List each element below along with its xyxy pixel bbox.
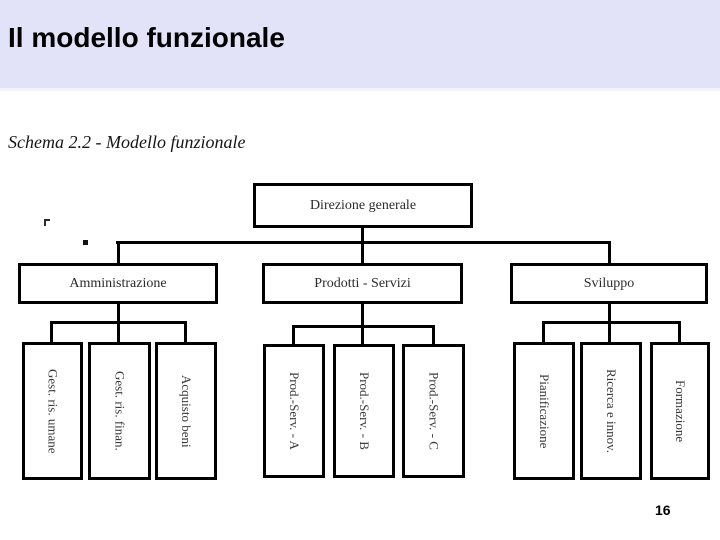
connector-sviluppo-down xyxy=(608,303,611,323)
page-number: 16 xyxy=(655,502,671,518)
org-node-prodotti-servizi: Prodotti - Servizi xyxy=(262,263,463,304)
org-node-amministrazione: Amministrazione xyxy=(18,263,218,304)
slide-title: Il modello funzionale xyxy=(8,22,285,53)
connector-prodotti-down xyxy=(361,303,364,326)
connector-drop-prodotti xyxy=(361,244,364,264)
slide-header: Il modello funzionale xyxy=(0,0,720,88)
connector-drop-gest-ris-finan xyxy=(117,324,120,343)
stray-bullet-mark xyxy=(83,240,88,245)
org-node-gest-ris-umane: Gest. ris. umane xyxy=(22,342,83,480)
org-node-label: Prod.-Serv. - A xyxy=(287,372,302,450)
org-node-prod-serv-a: Prod.-Serv. - A xyxy=(263,344,325,478)
connector-main-horizontal xyxy=(116,241,611,244)
org-node-ricerca-innov: Ricerca e innov. xyxy=(580,342,642,480)
connector-drop-acquisto-beni xyxy=(184,324,187,343)
org-node-prod-serv-c: Prod.-Serv. - C xyxy=(402,344,465,478)
org-node-label: Acquisto beni xyxy=(179,374,194,448)
org-node-label: Direzione generale xyxy=(309,197,417,213)
org-node-label: Sviluppo xyxy=(583,275,635,291)
org-node-formazione: Formazione xyxy=(650,342,710,480)
org-node-pianificazione: Pianificazione xyxy=(513,342,575,480)
org-node-label: Pianificazione xyxy=(537,373,552,449)
org-node-label: Gest. ris. umane xyxy=(45,368,61,454)
org-node-label: Prodotti - Servizi xyxy=(314,275,411,291)
connector-drop-sviluppo xyxy=(608,244,611,264)
connector-amministrazione-horizontal xyxy=(50,321,187,324)
org-node-direzione-generale: Direzione generale xyxy=(253,183,473,228)
org-node-acquisto-beni: Acquisto beni xyxy=(155,342,217,480)
org-node-label: Formazione xyxy=(673,379,688,443)
org-node-sviluppo: Sviluppo xyxy=(510,263,708,304)
org-node-label: Ricerca e innov. xyxy=(604,369,619,453)
connector-drop-prod-serv-b xyxy=(361,328,364,344)
connector-drop-gest-ris-umane xyxy=(50,324,53,343)
org-node-prod-serv-b: Prod.-Serv. - B xyxy=(333,344,395,478)
connector-prodotti-horizontal xyxy=(292,325,435,328)
connector-drop-formazione xyxy=(678,324,681,343)
connector-amministrazione-down xyxy=(117,303,120,323)
org-node-label: Gest. ris. finan. xyxy=(112,371,128,451)
connector-root-drop xyxy=(361,226,364,242)
org-node-label: Prod.-Serv. - B xyxy=(357,372,372,450)
org-node-label: Prod.-Serv. - C xyxy=(426,372,442,450)
connector-drop-ricerca xyxy=(608,324,611,343)
connector-drop-prod-serv-c xyxy=(432,328,435,344)
org-node-gest-ris-finan: Gest. ris. finan. xyxy=(88,342,151,480)
connector-drop-amministrazione xyxy=(117,244,120,264)
stray-quote-mark xyxy=(44,219,50,226)
connector-drop-pianificazione xyxy=(542,324,545,343)
connector-drop-prod-serv-a xyxy=(292,328,295,344)
connector-sviluppo-horizontal xyxy=(542,321,681,324)
org-node-label: Amministrazione xyxy=(69,275,167,291)
figure-caption: Schema 2.2 - Modello funzionale xyxy=(8,132,246,152)
